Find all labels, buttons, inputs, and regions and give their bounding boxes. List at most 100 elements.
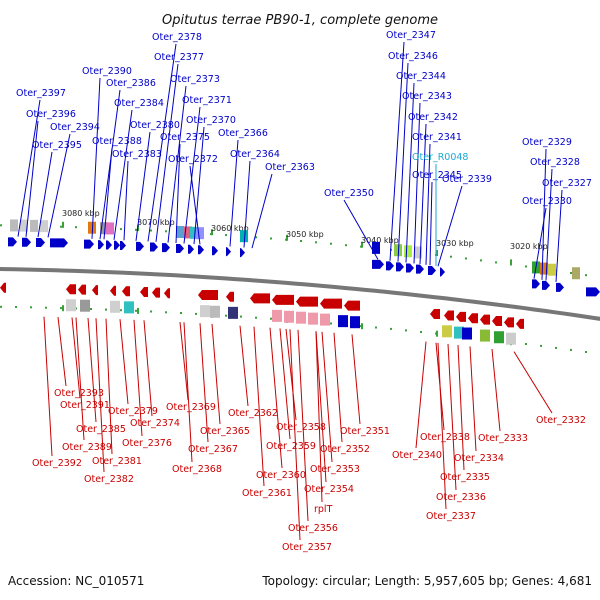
forward-gene [84,239,94,249]
accession-text: Accession: NC_010571 [8,574,144,588]
scale-dot [15,306,17,308]
scale-dot [465,257,467,260]
major-tick [510,259,512,266]
gene-label: Oter_R0048 [412,152,468,163]
scale-dot [30,306,32,309]
gene-label: Oter_2374 [130,418,180,429]
leader-line [437,185,463,267]
protein-domain [480,329,490,342]
leader-line [175,143,181,243]
scale-dot [150,310,152,313]
gene-label: Oter_2333 [478,433,528,444]
protein-domain [540,262,548,275]
leader-line [47,133,71,238]
forward-gene [542,280,550,290]
scale-dot [270,317,272,320]
scale-dot [420,331,422,333]
leader-line [95,318,105,473]
major-tick [137,307,139,314]
scale-dot [195,312,197,315]
forward-gene [106,240,112,250]
scale-dot [165,311,167,314]
leader-line [123,160,129,241]
protein-domain [296,311,306,324]
protein-domain [454,326,464,339]
forward-gene [188,244,194,254]
gene-label: Oter_2394 [50,122,100,133]
scale-dot [150,229,152,232]
scale-dot [105,308,107,311]
protein-domain [100,222,108,235]
protein-domain [196,227,204,240]
reverse-gene [250,293,270,304]
gene-label: Oter_2343 [402,91,452,102]
gene-label: Oter_2392 [32,458,82,469]
leader-line [91,77,101,239]
major-tick [286,234,288,241]
forward-gene [532,279,540,289]
leader-line [243,160,251,248]
reverse-gene [226,291,234,302]
scale-dot [270,237,272,240]
gene-label: Oter_2335 [440,472,490,483]
leader-line [37,151,53,238]
gene-label: Oter_2367 [188,444,238,455]
leader-line [397,62,409,262]
genome-title: Opitutus terrae PB90-1, complete genome [162,13,438,28]
topology-text: Topology: circular; Length: 5,957,605 bp… [261,574,592,588]
forward-gene [226,247,231,257]
gene-label: Oter_2389 [62,442,112,453]
major-tick [436,250,438,256]
gene-label: Oter_2361 [242,488,292,499]
leader-line [269,327,283,469]
scale-dot [120,228,122,231]
protein-domain [20,219,28,232]
gene-label: Oter_2371 [182,95,232,106]
scale-dot [60,225,62,228]
protein-domain [394,244,402,257]
scale-dot [165,230,167,233]
gene-label: Oter_2363 [265,162,315,173]
protein-domain [30,219,38,232]
protein-domain [184,226,192,239]
leader-line [103,147,113,240]
forward-gene [240,248,245,258]
gene-label: Oter_2385 [76,424,126,435]
reverse-gene [516,318,524,329]
reverse-gene [444,310,454,321]
forward-gene [22,237,31,247]
gene-label: Oter_2393 [54,388,104,399]
gene-label: Oter_2375 [160,132,210,143]
gene-label: rplT [314,504,333,515]
leader-line [555,189,563,282]
gene-label: Oter_2340 [392,450,442,461]
leader-line [71,317,81,399]
leader-line [351,334,361,425]
forward-gene [586,287,600,297]
protein-domain [200,305,210,318]
gene-label: Oter_2342 [408,112,458,123]
leader-line [179,321,189,401]
leader-line [343,199,379,260]
leader-line [389,41,405,261]
gene-label: Oter_2381 [92,456,142,467]
scale-dot [570,348,572,351]
forward-gene [386,261,394,271]
gene-label: Oter_2339 [442,174,492,185]
leader-line [183,322,193,463]
reverse-gene [122,286,130,297]
gene-label: Oter_2365 [200,426,250,437]
protein-domain [190,226,198,239]
leader-line [405,82,415,263]
gene-label: Oter_2368 [172,464,222,475]
gene-label: Oter_2338 [420,432,470,443]
scale-dot [120,309,122,312]
reverse-gene [430,309,440,320]
forward-gene [556,282,564,292]
reverse-gene [110,285,116,296]
protein-domain [414,246,422,259]
reverse-gene [0,282,6,293]
major-tick [436,330,438,337]
protein-domain [10,219,18,232]
